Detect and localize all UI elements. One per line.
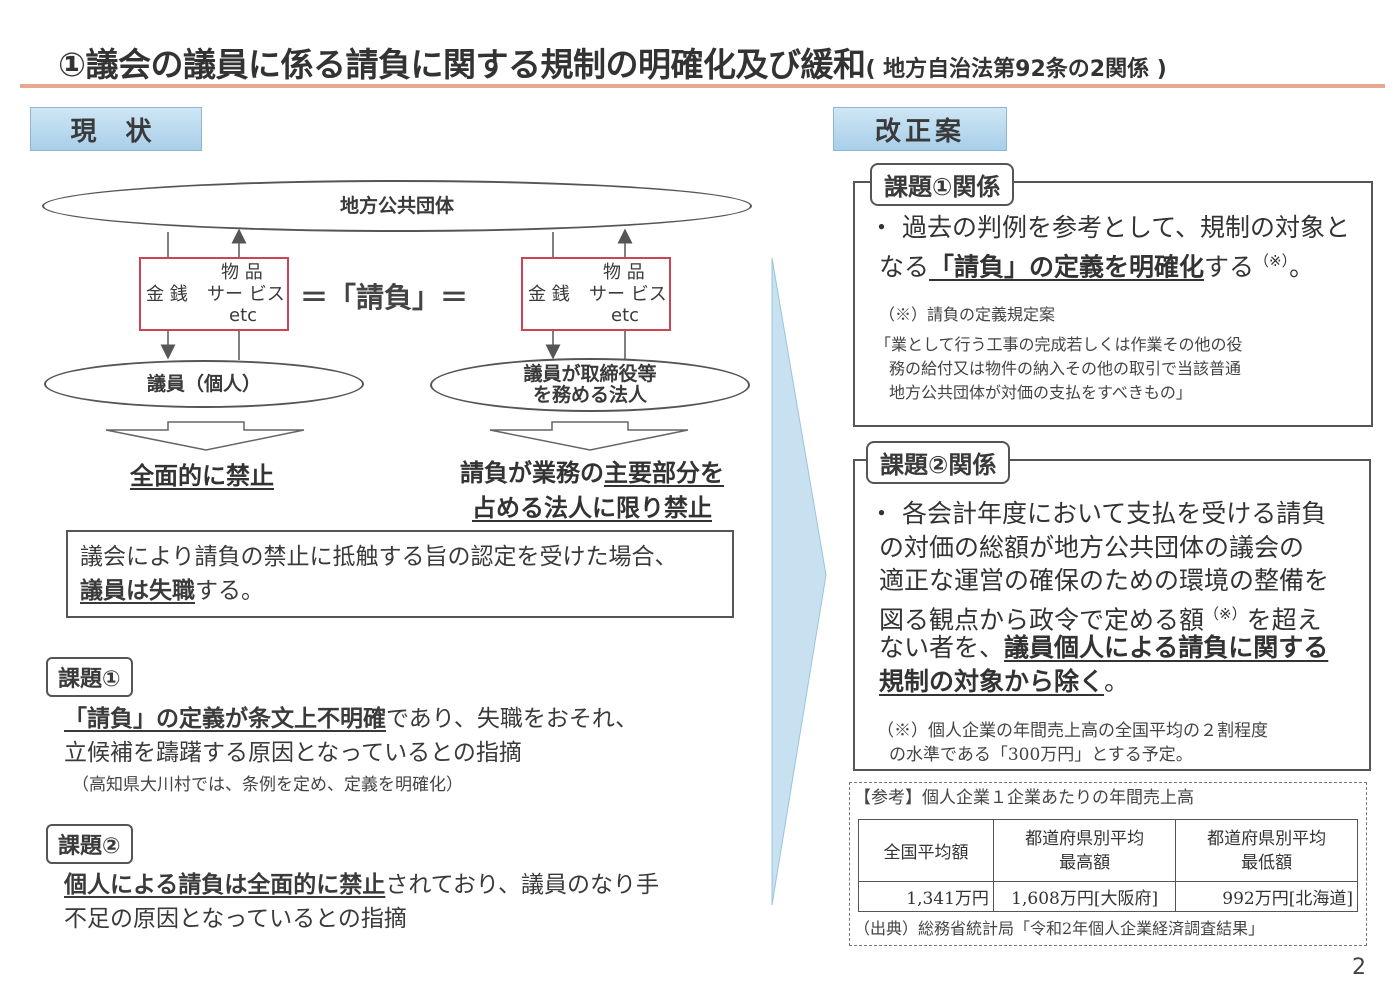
ref-val-min: 992万円[北海道] bbox=[1175, 881, 1358, 912]
box1-note-l3: 地方公共団体が対価の支払をすべきもの」 bbox=[889, 383, 1192, 402]
disqualification-notice: 議会により請負の禁止に抵触する旨の認定を受けた場合、 議員は失職する。 bbox=[66, 530, 734, 618]
reference-table: 全国平均額 都道府県別平均最高額 都道府県別平均最低額 1,341万円 1,60… bbox=[858, 819, 1358, 912]
box2-l6-bold: 規制の対象から除く bbox=[879, 667, 1105, 696]
title-rule bbox=[20, 84, 1385, 88]
box2-l4-note: （※） bbox=[1204, 605, 1247, 623]
wide-arrow-left bbox=[105, 421, 305, 451]
issue2-l1-bold: 個人による請負は全面的に禁止 bbox=[64, 872, 386, 898]
ellipse-individual: 議員（個人） bbox=[44, 360, 364, 408]
box1-note-head: （※）請負の定義規定案 bbox=[879, 305, 1056, 324]
reference-head: 【参考】個人企業１企業あたりの年間売上高 bbox=[854, 788, 1194, 808]
goods-label: 物 品 bbox=[603, 262, 645, 283]
notice-l2-bold: 議員は失職 bbox=[80, 578, 195, 604]
box2-l5-bold: 議員個人による請負に関する bbox=[1004, 633, 1329, 662]
ellipse-local-government: 地方公共団体 bbox=[42, 180, 752, 232]
notice-l2-rest: する。 bbox=[195, 578, 264, 604]
page-title-sub: ( 地方自治法第92条の2関係 ) bbox=[865, 57, 1167, 82]
issue2-l1-rest: されており、議員のなり手 bbox=[385, 872, 660, 898]
box1-l2-note: （※） bbox=[1254, 252, 1290, 270]
proposal-box-issue2: ・ 各会計年度において支払を受ける請負 の対価の総額が地方公共団体の議会の 適正… bbox=[853, 459, 1371, 771]
page-title: ①議会の議員に係る請負に関する規制の明確化及び緩和( 地方自治法第92条の2関係… bbox=[58, 38, 1167, 86]
issue1-l1-rest: であり、失職をおそれ、 bbox=[386, 706, 639, 732]
money-label: 金 銭 bbox=[528, 284, 570, 305]
etc-label: etc bbox=[229, 305, 258, 326]
box1-note-l2: 務の給付又は物件の納入その他の取引で当該普通 bbox=[889, 359, 1242, 378]
issue1-l1-bold: 「請負」の定義が条文上不明確 bbox=[64, 706, 386, 732]
box1-l2: なる「請負」の定義を明確化する（※）。 bbox=[879, 245, 1314, 284]
box1-l1: ・ 過去の判例を参考として、規制の対象と bbox=[869, 213, 1350, 242]
box1-l2-end: 。 bbox=[1289, 252, 1315, 282]
money-label: 金 銭 bbox=[146, 284, 188, 305]
ref-val-max: 1,608万円[大阪府] bbox=[992, 881, 1177, 912]
notice-l2: 議員は失職する。 bbox=[80, 574, 264, 608]
etc-label: etc bbox=[611, 305, 640, 326]
box2-l3: 適正な運営の確保のための環境の整備を bbox=[879, 566, 1330, 595]
result-partial-ban: 請負が業務の主要部分を 占める法人に限り禁止 bbox=[437, 456, 747, 526]
service-label: サー ビス bbox=[207, 284, 285, 305]
page-number: 2 bbox=[1352, 955, 1366, 980]
ref-col-max: 都道府県別平均最高額 bbox=[992, 819, 1177, 882]
box2-note-l1: （※）個人企業の年間売上高の全国平均の２割程度 bbox=[877, 721, 1268, 741]
box1-tag: 課題①関係 bbox=[870, 163, 1015, 206]
issue1-l2: 立候補を躊躇する原因となっているとの指摘 bbox=[64, 740, 522, 766]
box2-tag: 課題②関係 bbox=[866, 441, 1011, 484]
box2-l1: ・ 各会計年度において支払を受ける請負 bbox=[869, 499, 1327, 528]
money-goods-box-left: 金 銭 物 品 サー ビス etc bbox=[139, 257, 289, 331]
service-label: サー ビス bbox=[589, 284, 667, 305]
result-partial-l1b: 主要部分を bbox=[604, 459, 724, 487]
ref-val-national: 1,341万円 bbox=[858, 881, 994, 912]
ref-col-max-l1: 都道府県別平均 bbox=[1025, 828, 1145, 849]
issue1-l1: 「請負」の定義が条文上不明確であり、失職をおそれ、 bbox=[64, 702, 638, 736]
proposal-box-issue1: ・ 過去の判例を参考として、規制の対象と なる「請負」の定義を明確化する（※）。… bbox=[853, 181, 1373, 427]
result-partial-l2: 占める法人に限り禁止 bbox=[472, 494, 712, 522]
ukeoi-equation: ＝「請負」＝ bbox=[300, 281, 469, 314]
reference-source: （出典）総務省統計局「令和2年個人企業経済調査結果」 bbox=[854, 919, 1265, 938]
box2-l5-pre: ない者を、 bbox=[879, 633, 1005, 662]
money-goods-box-right: 金 銭 物 品 サー ビス etc bbox=[521, 257, 671, 331]
box2-l4-post: を超え bbox=[1246, 605, 1322, 635]
ref-col-min-l1: 都道府県別平均 bbox=[1207, 828, 1327, 849]
box1-l2-pre: なる bbox=[879, 252, 930, 282]
box1-l2-bold: 「請負」の定義を明確化 bbox=[929, 252, 1205, 282]
box2-l4-pre: 図る観点から政令で定める額 bbox=[879, 605, 1205, 635]
reference-box: 【参考】個人企業１企業あたりの年間売上高 全国平均額 都道府県別平均最高額 都道… bbox=[849, 782, 1367, 946]
ellipse-corporation-l2: を務める法人 bbox=[532, 384, 647, 406]
issue1-tag: 課題① bbox=[46, 657, 133, 697]
ref-col-max-l2: 最高額 bbox=[1059, 852, 1111, 873]
section-header-current: 現 状 bbox=[30, 107, 202, 151]
box1-note-l1: 「業として行う工事の完成若しくは作業その他の役 bbox=[875, 335, 1243, 354]
ref-col-min: 都道府県別平均最低額 bbox=[1175, 819, 1358, 882]
ellipse-corporation: 議員が取締役等 を務める法人 bbox=[430, 358, 750, 412]
result-full-ban: 全面的に禁止 bbox=[130, 462, 274, 490]
transition-chevron bbox=[771, 257, 827, 906]
wide-arrow-right bbox=[489, 421, 689, 451]
section-header-proposal: 改正案 bbox=[833, 107, 1007, 151]
issue2-tag: 課題② bbox=[46, 824, 133, 864]
issue1-l3: （高知県大川村では、条例を定め、定義を明確化） bbox=[72, 775, 463, 795]
page-title-main: ①議会の議員に係る請負に関する規制の明確化及び緩和 bbox=[58, 45, 866, 84]
ref-col-national: 全国平均額 bbox=[858, 819, 994, 882]
box1-l2-post: する bbox=[1204, 252, 1255, 282]
ellipse-corporation-l1: 議員が取締役等 bbox=[523, 363, 657, 385]
issue2-l2: 不足の原因となっているとの指摘 bbox=[64, 906, 407, 932]
notice-l1: 議会により請負の禁止に抵触する旨の認定を受けた場合、 bbox=[80, 544, 678, 570]
box2-l4: 図る観点から政令で定める額（※）を超え bbox=[879, 598, 1322, 637]
box2-note-l2: の水準である「300万円」とする予定。 bbox=[889, 745, 1193, 765]
result-partial-l1a: 請負が業務の bbox=[460, 459, 604, 487]
issue2-l1: 個人による請負は全面的に禁止されており、議員のなり手 bbox=[64, 868, 659, 902]
ref-col-min-l2: 最低額 bbox=[1241, 852, 1293, 873]
box2-l6-end: 。 bbox=[1104, 667, 1130, 696]
box2-l2: の対価の総額が地方公共団体の議会の bbox=[879, 533, 1305, 562]
box2-l6: 規制の対象から除く。 bbox=[879, 665, 1129, 699]
goods-label: 物 品 bbox=[221, 262, 263, 283]
box2-l5: ない者を、議員個人による請負に関する bbox=[879, 631, 1328, 665]
